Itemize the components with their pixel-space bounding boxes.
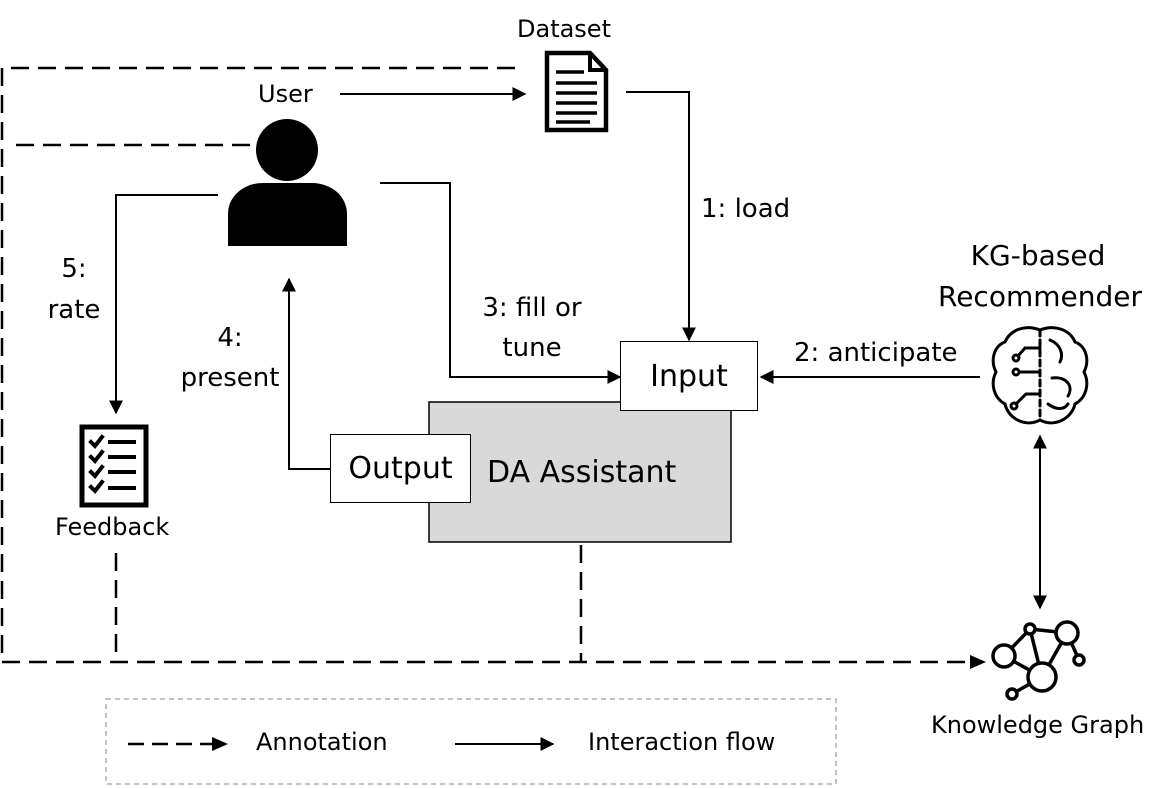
fill-edge-label-line2: tune xyxy=(502,333,562,363)
assistant-box xyxy=(428,401,732,543)
legend-box xyxy=(105,698,837,785)
knowledge-graph-label: Knowledge Graph xyxy=(931,711,1145,739)
assistant-label: DA Assistant xyxy=(487,455,677,490)
legend-interaction-label: Interaction flow xyxy=(588,728,776,756)
network-icon xyxy=(991,620,1086,701)
rate-edge-label-line1: 5: xyxy=(61,254,87,284)
input-box: Input xyxy=(620,341,758,411)
legend-annotation-arrowhead xyxy=(212,737,228,751)
rate-edge-label-line2: rate xyxy=(47,295,101,325)
input-label: Input xyxy=(650,358,728,394)
load-edge-label: 1: load xyxy=(701,194,791,224)
brain-icon xyxy=(991,326,1089,425)
document-icon xyxy=(544,50,609,133)
interaction-flow xyxy=(109,87,1047,610)
user-icon xyxy=(228,119,347,246)
annotation-arrowhead xyxy=(970,655,986,669)
output-box: Output xyxy=(330,434,471,503)
feedback-label: Feedback xyxy=(55,513,170,541)
present-edge-label-line1: 4: xyxy=(217,323,243,353)
kg-recommender-label-line2: Recommender xyxy=(938,280,1142,313)
output-label: Output xyxy=(348,451,453,486)
present-edge-label-line2: present xyxy=(180,363,280,393)
legend-annotation-label: Annotation xyxy=(256,728,388,756)
checklist-icon xyxy=(79,424,149,508)
anticipate-edge-label: 2: anticipate xyxy=(794,338,958,368)
fill-edge-label-line1: 3: fill or xyxy=(482,293,582,323)
kg-recommender-label-line1: KG-based xyxy=(970,239,1106,272)
user-label: User xyxy=(258,80,313,108)
annotation-flow xyxy=(0,66,970,664)
dataset-label: Dataset xyxy=(517,15,611,43)
